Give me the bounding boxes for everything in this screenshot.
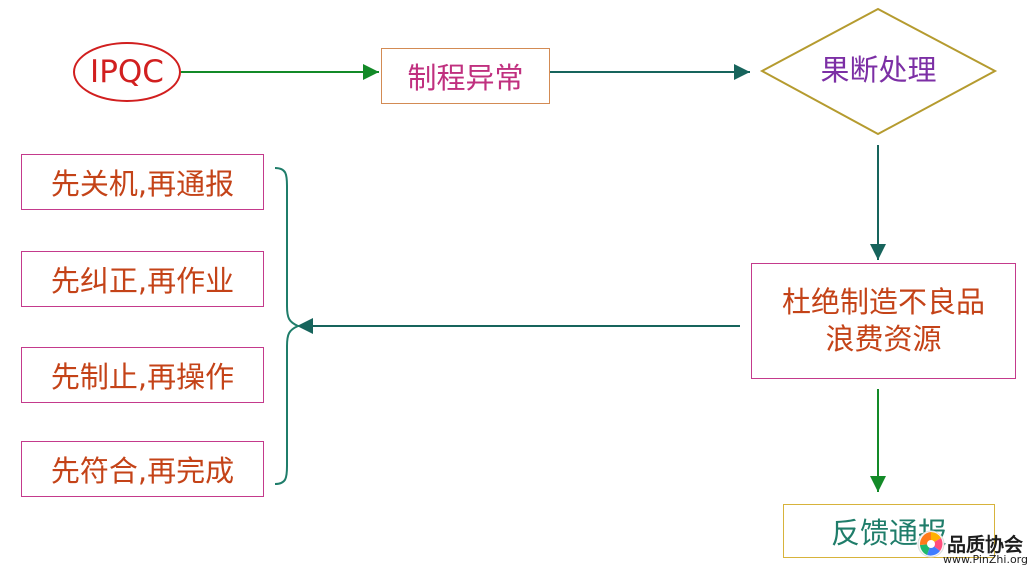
ipqc-label: IPQC xyxy=(90,53,164,90)
watermark: 品质协会 www.PinZhi.org xyxy=(915,526,1029,568)
watermark-url: www.PinZhi.org xyxy=(943,553,1028,566)
decision-diamond xyxy=(759,7,998,136)
rule-node-1: 先关机,再通报 xyxy=(21,154,264,210)
process-abnormality-label: 制程异常 xyxy=(407,61,524,95)
ipqc-node: IPQC xyxy=(73,42,181,102)
action-line-1: 杜绝制造不良品 xyxy=(781,284,985,319)
rule-label-4: 先符合,再完成 xyxy=(50,454,235,488)
process-abnormality-node: 制程异常 xyxy=(381,48,550,104)
brand-logo-icon xyxy=(917,530,945,558)
rule-node-2: 先纠正,再作业 xyxy=(21,251,264,307)
rules-brace xyxy=(274,167,301,485)
rule-label-1: 先关机,再通报 xyxy=(50,167,235,201)
action-line-2: 浪费资源 xyxy=(825,322,942,356)
action-node: 杜绝制造不良品 浪费资源 xyxy=(751,263,1016,379)
rule-node-3: 先制止,再操作 xyxy=(21,347,264,403)
rule-label-2: 先纠正,再作业 xyxy=(50,264,235,298)
watermark-title: 品质协会 xyxy=(947,534,1024,556)
rule-label-3: 先制止,再操作 xyxy=(50,360,235,394)
decision-label-wrap: 果断处理 xyxy=(762,43,995,93)
decision-label: 果断处理 xyxy=(820,53,937,87)
rule-node-4: 先符合,再完成 xyxy=(21,441,264,497)
